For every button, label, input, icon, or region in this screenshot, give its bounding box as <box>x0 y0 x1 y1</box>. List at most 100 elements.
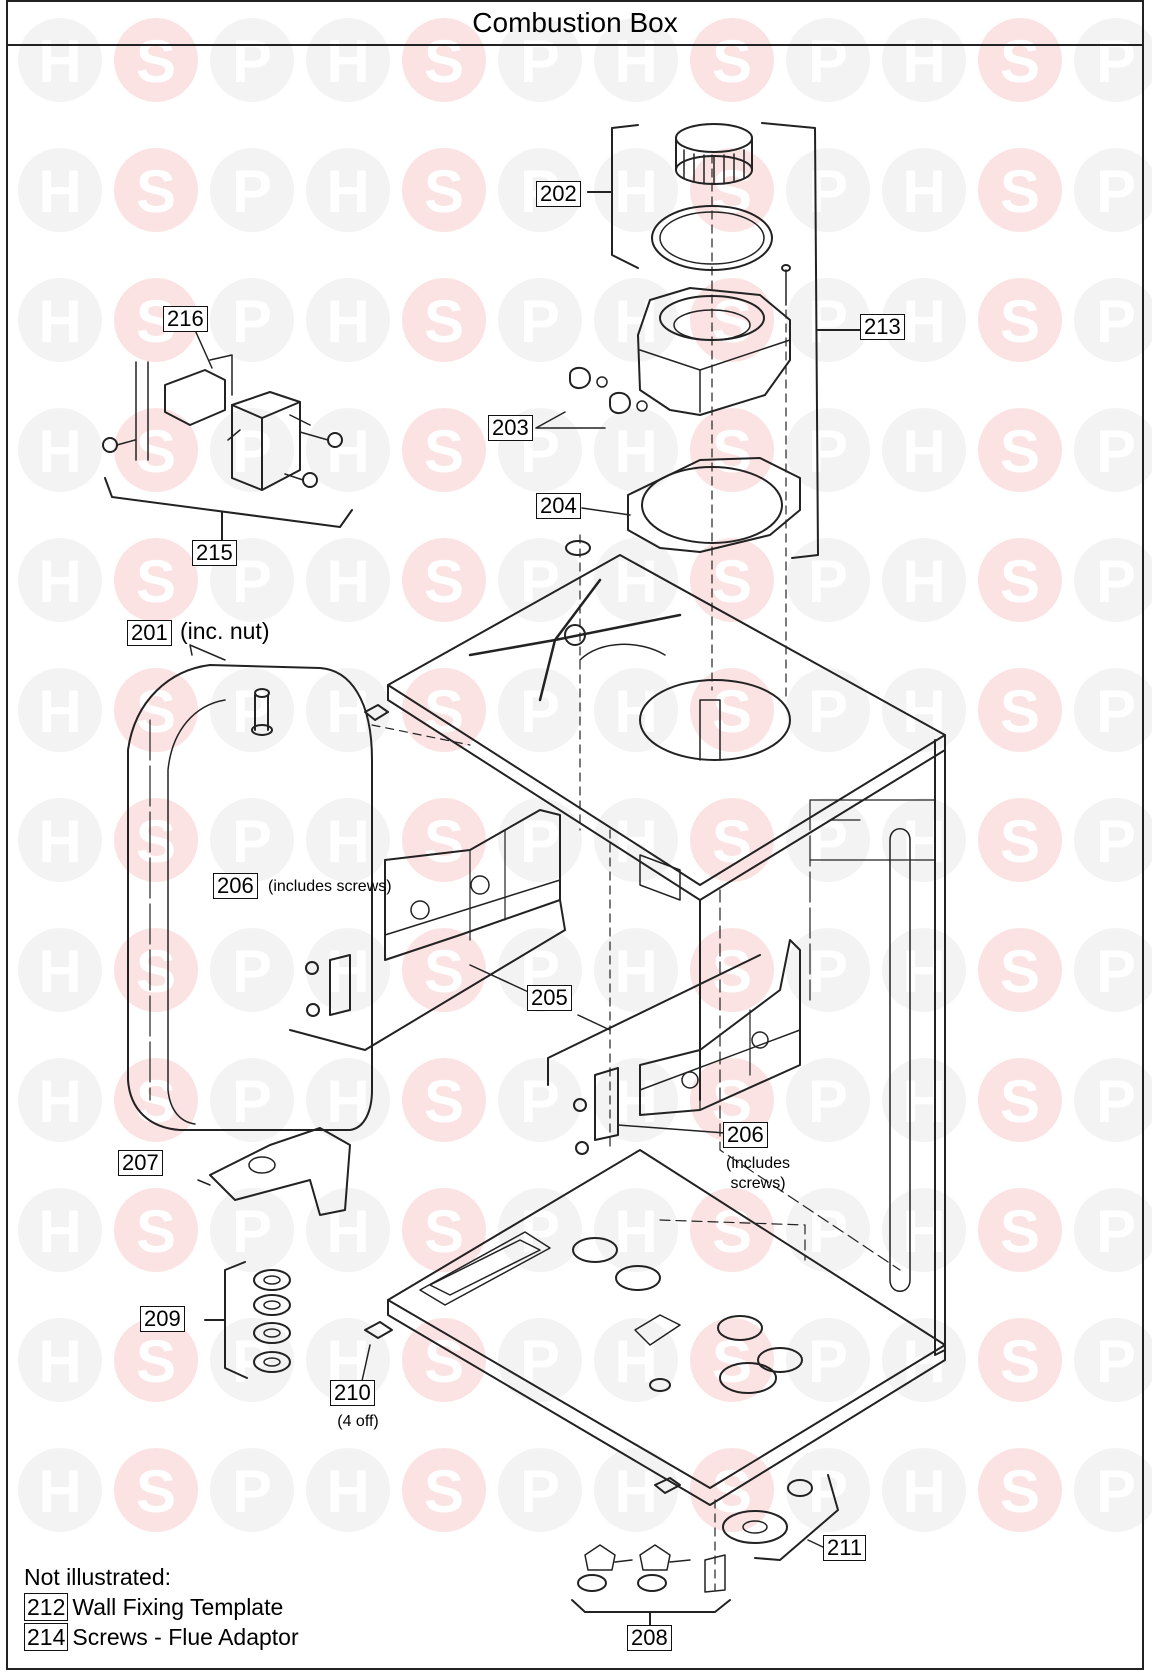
watermark-letter: H <box>326 288 369 355</box>
watermark-circle <box>18 668 102 752</box>
watermark-circle <box>786 408 870 492</box>
part-label-208[interactable]: 208 <box>627 1625 672 1651</box>
watermark-letter: H <box>38 1198 81 1265</box>
watermark-circle <box>690 798 774 882</box>
watermark-circle <box>498 538 582 622</box>
watermark-letter: H <box>902 1328 945 1395</box>
bottom-fittings <box>571 1474 839 1641</box>
watermark-letter: H <box>38 1068 81 1135</box>
watermark-letter: P <box>232 418 272 485</box>
watermark-letter: S <box>1000 1198 1040 1265</box>
watermark-circle <box>1074 278 1152 362</box>
watermark-letter: P <box>1096 158 1136 225</box>
part-code-212[interactable]: 212 <box>24 1593 69 1621</box>
watermark-letter: S <box>1000 28 1040 95</box>
watermark-circle <box>978 798 1062 882</box>
watermark-letter: P <box>520 1068 560 1135</box>
watermark-letter: P <box>232 1328 272 1395</box>
watermark-circle <box>498 1448 582 1532</box>
watermark-letter: P <box>520 548 560 615</box>
part-label-213[interactable]: 213 <box>860 314 905 340</box>
watermark-letter: S <box>1000 158 1040 225</box>
watermark-circle <box>18 1058 102 1142</box>
watermark-circle <box>786 1188 870 1272</box>
watermark-circle <box>210 798 294 882</box>
part-label-201[interactable]: 201 <box>127 620 172 646</box>
watermark-letter: H <box>614 938 657 1005</box>
part-label-206-right[interactable]: 206 <box>723 1122 768 1148</box>
part-desc-212: Wall Fixing Template <box>72 1594 284 1620</box>
watermark-letter: P <box>808 1328 848 1395</box>
watermark-circle <box>978 18 1062 102</box>
watermark-letter: S <box>712 548 752 615</box>
watermark-circle <box>402 668 486 752</box>
part-label-207[interactable]: 207 <box>118 1150 163 1176</box>
watermark-circle <box>498 278 582 362</box>
part-label-205[interactable]: 205 <box>527 985 572 1011</box>
watermark-letter: P <box>1096 1068 1136 1135</box>
watermark-circle <box>114 1188 198 1272</box>
part-desc-214: Screws - Flue Adaptor <box>72 1624 299 1650</box>
watermark-circle <box>594 1058 678 1142</box>
watermark-letter: H <box>326 938 369 1005</box>
watermark-circle <box>1074 1188 1152 1272</box>
watermark-letter: P <box>808 288 848 355</box>
watermark-circle <box>978 1318 1062 1402</box>
watermark-circle <box>498 668 582 752</box>
watermark-circle <box>978 928 1062 1012</box>
watermark-letter: S <box>1000 288 1040 355</box>
part-code-214[interactable]: 214 <box>24 1623 69 1651</box>
part-label-215[interactable]: 215 <box>192 540 237 566</box>
watermark-letter: H <box>326 1458 369 1525</box>
part-label-204[interactable]: 204 <box>536 493 581 519</box>
watermark-circle <box>306 408 390 492</box>
watermark-circle <box>594 278 678 362</box>
watermark-letter: S <box>136 1328 176 1395</box>
watermark-circle <box>786 928 870 1012</box>
expansion-vessel <box>127 644 471 1131</box>
watermark-circle <box>978 148 1062 232</box>
watermark-letter: S <box>424 28 464 95</box>
watermark-circle <box>306 1188 390 1272</box>
part-label-209[interactable]: 209 <box>140 1306 185 1332</box>
watermark-circle <box>18 1188 102 1272</box>
watermark-letter: P <box>520 1458 560 1525</box>
watermark-circle <box>1074 18 1152 102</box>
watermark-circle <box>114 408 198 492</box>
watermark-circle <box>210 148 294 232</box>
watermark-letter: S <box>424 1458 464 1525</box>
part-label-210[interactable]: 210 <box>330 1380 375 1406</box>
watermark-letter: S <box>1000 938 1040 1005</box>
watermark-circle <box>786 1058 870 1142</box>
watermark-circle <box>786 278 870 362</box>
watermark-circle <box>594 668 678 752</box>
watermark-letter: P <box>520 288 560 355</box>
watermark-circle <box>402 1058 486 1142</box>
watermark-circle <box>690 1188 774 1272</box>
watermark-circle <box>786 538 870 622</box>
watermark-letter: P <box>808 938 848 1005</box>
watermark-circle <box>210 928 294 1012</box>
transformer-assembly <box>102 329 353 541</box>
part-label-211[interactable]: 211 <box>823 1535 867 1561</box>
watermark-letter: S <box>712 678 752 745</box>
part-label-203[interactable]: 203 <box>488 415 533 441</box>
watermark-circle <box>402 1448 486 1532</box>
watermark-letter: S <box>136 158 176 225</box>
part-label-202[interactable]: 202 <box>536 181 581 207</box>
watermark-letter: H <box>38 548 81 615</box>
part-label-216[interactable]: 216 <box>163 306 208 332</box>
watermark-circle <box>978 1448 1062 1532</box>
watermark-letter: H <box>614 28 657 95</box>
part-label-206-left[interactable]: 206 <box>213 873 258 899</box>
watermark-circle <box>594 538 678 622</box>
watermark-circle <box>978 668 1062 752</box>
watermark-circle <box>402 1318 486 1402</box>
watermark-circle <box>1074 928 1152 1012</box>
watermark-letter: P <box>808 1068 848 1135</box>
watermark-circle <box>882 408 966 492</box>
watermark-circle <box>18 18 102 102</box>
watermark-circle <box>210 1188 294 1272</box>
